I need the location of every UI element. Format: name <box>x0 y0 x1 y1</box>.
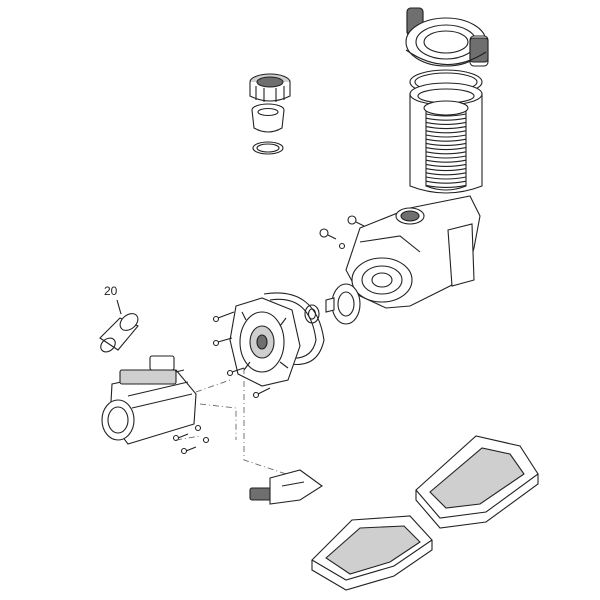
base-foot-large <box>415 435 539 529</box>
basket-rib <box>425 130 467 134</box>
basket-rib <box>425 159 467 163</box>
basket-rib <box>425 163 467 167</box>
basket-rib <box>425 176 467 180</box>
basket-rib <box>425 113 467 117</box>
basket-rib <box>425 168 467 172</box>
basket-rib <box>425 172 467 176</box>
capacitor-part-20 <box>99 313 139 353</box>
housing-screws <box>319 215 365 250</box>
motor-mount-screws <box>172 424 210 455</box>
basket-rib <box>425 155 467 159</box>
seal-plate-gasket <box>263 292 325 366</box>
union-tailpiece <box>251 103 285 133</box>
impeller <box>325 283 361 325</box>
basket-rib <box>425 117 467 121</box>
seal-plate <box>229 297 301 387</box>
basket-rib <box>425 138 467 142</box>
seal-plate-bolts <box>212 311 271 399</box>
motor <box>101 355 197 445</box>
basket-rib <box>425 121 467 125</box>
pump-housing <box>345 195 481 309</box>
callout-leader-20 <box>116 299 122 315</box>
callout-number-20: 20 <box>104 284 118 298</box>
basket-rib <box>425 184 467 188</box>
assembly-guide-lines <box>175 368 305 481</box>
union-nut <box>249 73 291 102</box>
motor-clip <box>249 469 323 505</box>
pot-lid <box>405 7 489 67</box>
basket-rib <box>425 180 467 184</box>
basket-rib <box>425 151 467 155</box>
union-o-ring <box>252 141 284 155</box>
basket-rib <box>425 147 467 151</box>
strainer-basket <box>423 100 469 191</box>
base-foot-small <box>311 515 433 591</box>
basket-rib <box>425 134 467 138</box>
basket-rib <box>425 142 467 146</box>
basket-rib <box>425 126 467 130</box>
